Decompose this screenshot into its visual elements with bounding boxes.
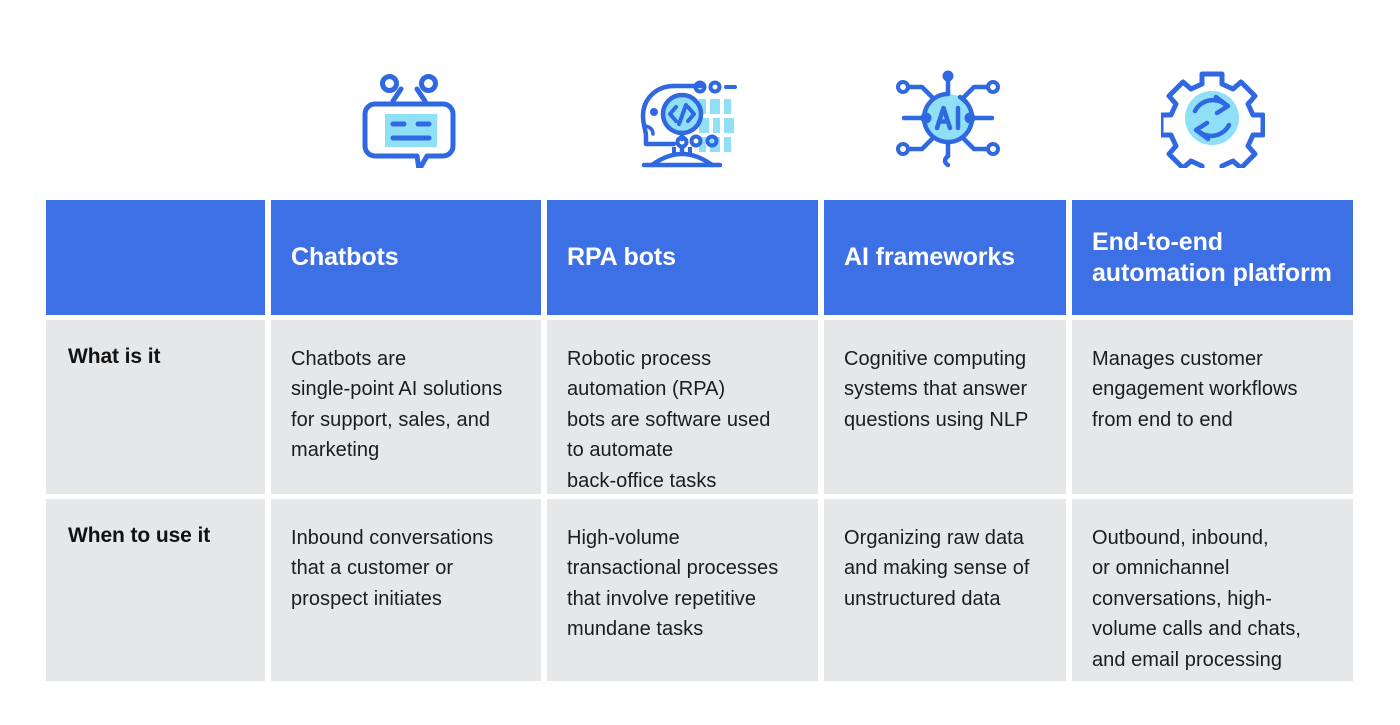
table-cell-what-is-it-end-to-end: Manages customer engagement workflows fr… (1072, 320, 1353, 494)
row-header-label: What is it (68, 345, 161, 368)
column-header-rpa-bots: RPA bots (547, 200, 818, 315)
cell-text: Inbound conversations that a customer or… (291, 527, 494, 610)
chatbot-icon (271, 62, 547, 174)
column-header-label: Chatbots (291, 243, 399, 272)
rpa-robot-code-icon (547, 62, 824, 174)
cell-text: High-volume transactional processes that… (567, 527, 779, 641)
table-cell-what-is-it-rpa-bots: Robotic process automation (RPA) bots ar… (547, 320, 818, 494)
row-header-label: When to use it (68, 524, 211, 547)
row-header-what-is-it: What is it (46, 320, 265, 494)
column-header-label: End-to-end automation platform (1092, 228, 1332, 287)
cell-text: Outbound, inbound, or omnichannel conver… (1092, 527, 1302, 671)
column-header-end-to-end-automation-platform: End-to-end automation platform (1072, 200, 1353, 315)
column-header-ai-frameworks: AI frameworks (824, 200, 1066, 315)
cell-text: Cognitive computing systems that answer … (844, 348, 1029, 431)
column-header-label: RPA bots (567, 243, 676, 272)
row-header-when-to-use-it: When to use it (46, 499, 265, 681)
table-cell-what-is-it-chatbots: Chatbots are single-point AI solutions f… (271, 320, 541, 494)
cell-text: Manages customer engagement workflows fr… (1092, 348, 1298, 431)
icon-strip (271, 62, 1353, 174)
gear-sync-icon (1072, 62, 1353, 174)
column-header-label: AI frameworks (844, 243, 1015, 272)
table-cell-when-to-use-it-rpa-bots: High-volume transactional processes that… (547, 499, 818, 681)
table-cell-when-to-use-it-chatbots: Inbound conversations that a customer or… (271, 499, 541, 681)
table-cell-what-is-it-ai-frameworks: Cognitive computing systems that answer … (824, 320, 1066, 494)
table-cell-when-to-use-it-end-to-end: Outbound, inbound, or omnichannel conver… (1072, 499, 1353, 681)
cell-text: Chatbots are single-point AI solutions f… (291, 348, 503, 462)
column-header-chatbots: Chatbots (271, 200, 541, 315)
ai-network-icon (824, 62, 1072, 174)
comparison-table: Chatbots RPA bots AI frameworks End-to-e… (46, 200, 1353, 681)
table-corner-cell (46, 200, 265, 315)
table-cell-when-to-use-it-ai-frameworks: Organizing raw data and making sense of … (824, 499, 1066, 681)
cell-text: Organizing raw data and making sense of … (844, 527, 1030, 610)
cell-text: Robotic process automation (RPA) bots ar… (567, 348, 771, 492)
